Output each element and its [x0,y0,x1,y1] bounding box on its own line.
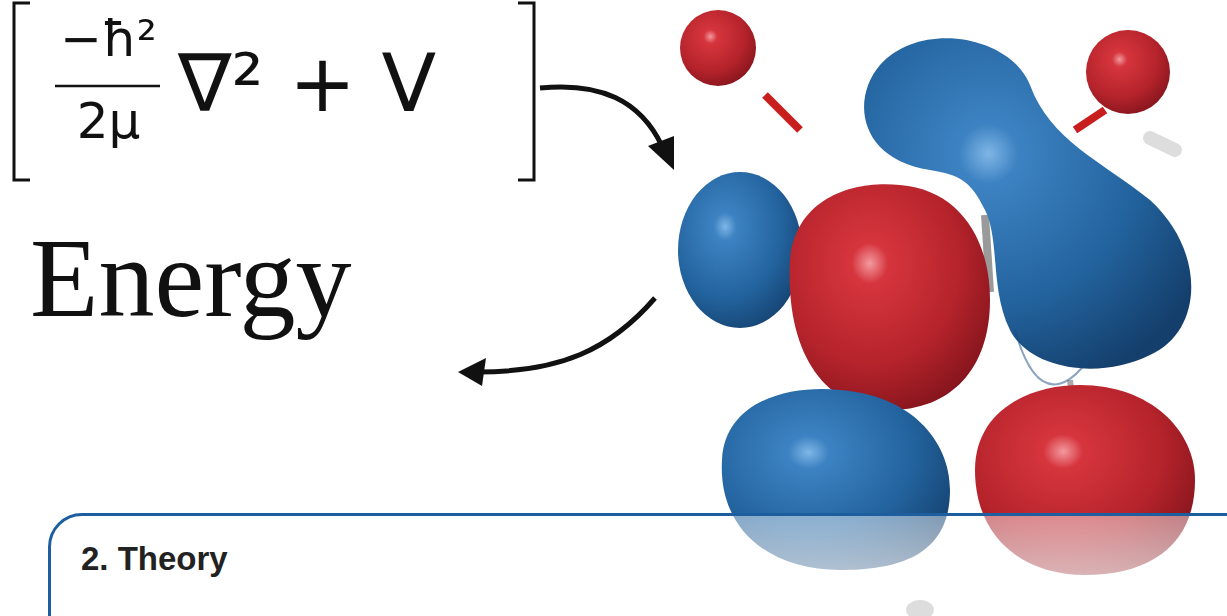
output-label: Energy [30,222,351,334]
formula-operator: ∇² + V [178,44,436,124]
section-panel: 2. Theory [48,513,1227,616]
section-heading: 2. Theory [81,540,1227,578]
arrow-head [648,136,674,170]
curved-arrow [478,87,662,372]
formula-numerator: −ħ² [56,14,161,64]
arrow-head [458,358,486,386]
fraction-bar [55,85,160,88]
bracket [14,3,534,180]
formula-denominator: 2μ [56,96,161,146]
molecular-orbital [678,10,1220,616]
